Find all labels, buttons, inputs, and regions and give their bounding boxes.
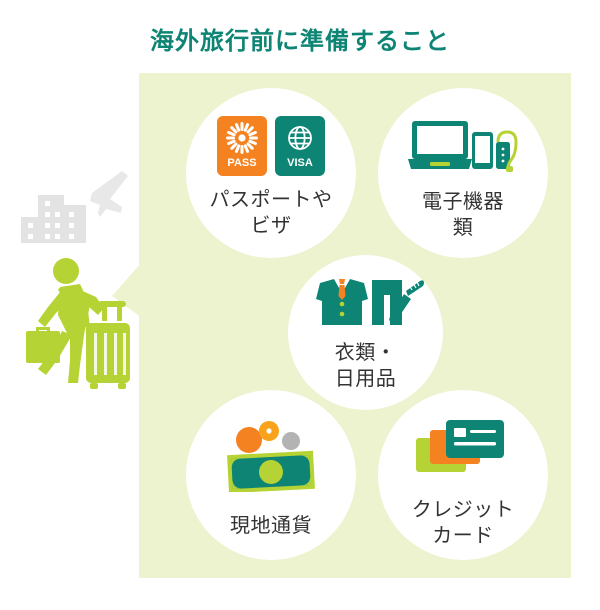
item-label-devices: 電子機器 類 — [422, 191, 504, 239]
visa-booklet-icon: VISA — [275, 116, 325, 176]
charging-cable-icon — [496, 130, 518, 169]
traveler-illustration — [21, 171, 130, 389]
credit-card-icon — [416, 420, 510, 482]
banknote-icon — [227, 450, 315, 492]
suitcase-ribs — [94, 333, 126, 375]
page-title: 海外旅行前に準備すること — [150, 28, 450, 55]
smartphone-icon — [472, 132, 493, 169]
traveler-figure-icon — [26, 258, 130, 389]
local-currency-icon — [221, 420, 321, 492]
passport-visa-icon: PASS VISA — [215, 116, 327, 176]
toothbrush-icon — [388, 280, 424, 323]
power-bank-icon — [496, 142, 510, 169]
item-creditcard[interactable]: クレジット カード — [378, 390, 548, 560]
item-clothing[interactable]: 衣類・ 日用品 — [288, 255, 443, 410]
jacket-buttons-icon — [339, 301, 344, 317]
pass-booklet-icon: PASS — [217, 116, 267, 176]
coin-yellow-icon — [259, 421, 279, 441]
item-label-creditcard: クレジット カード — [411, 499, 515, 547]
pass-badge-text: PASS — [227, 157, 256, 169]
suit-jacket-icon — [315, 277, 368, 325]
coin-gray-icon — [282, 432, 300, 450]
coin-orange-icon — [236, 427, 262, 453]
item-label-passport: パスポートや ビザ — [209, 189, 333, 237]
electronic-devices-icon — [408, 118, 518, 174]
visa-badge-text: VISA — [287, 157, 313, 169]
airplane-icon — [90, 171, 128, 217]
city-building-icon — [21, 195, 86, 243]
item-label-clothing: 衣類・ 日用品 — [334, 342, 397, 390]
laptop-icon — [408, 121, 472, 169]
necktie-icon — [338, 279, 345, 300]
clothing-toiletries-icon — [308, 277, 424, 329]
item-passport[interactable]: PASS VISA パスポートや ビザ — [186, 88, 356, 258]
cable-plug-icon — [506, 166, 513, 172]
item-currency[interactable]: 現地通貨 — [186, 390, 356, 560]
speech-bubble-tail — [112, 262, 142, 318]
item-label-currency: 現地通貨 — [230, 515, 312, 537]
item-devices[interactable]: 電子機器 類 — [378, 88, 548, 258]
card-teal-icon — [446, 420, 504, 458]
